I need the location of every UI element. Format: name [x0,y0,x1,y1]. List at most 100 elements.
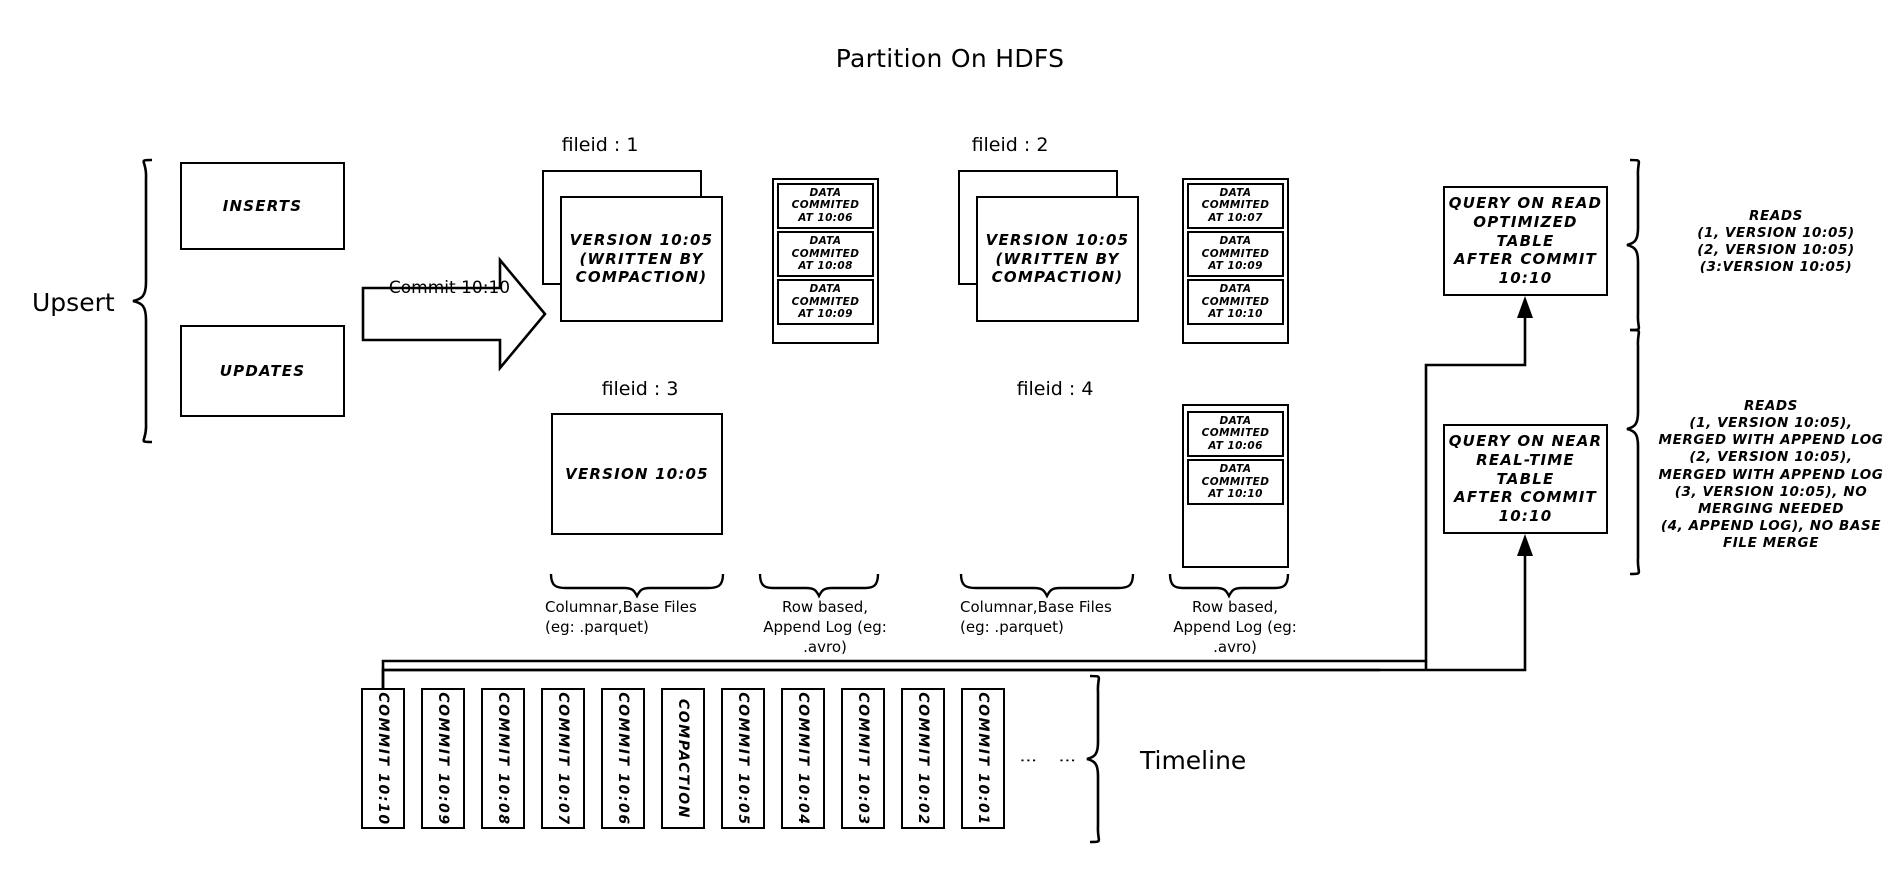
log-entry-line-2: AT 10:07 [1208,211,1263,224]
fileid-3-version-label: VERSION 10:05 [565,464,709,483]
base-files-brace-1-icon [549,573,725,599]
query-near-real-time-box: QUERY ON NEAR REAL-TIME TABLE AFTER COMM… [1443,424,1608,534]
fileid-1-append-log-stack: DATA COMMITED AT 10:06 DATA COMMITED AT … [772,178,879,344]
connector-near-real-time [381,668,1380,688]
caption-line-1: Row based, [1191,598,1278,616]
log-entry-line-1: DATA COMMITED [1201,463,1270,488]
fileid-3-base-file: VERSION 10:05 [551,413,723,535]
commit-arrow-label: Commit 10:10 [388,278,511,298]
reads-line: MERGED WITH APPEND LOG [1658,466,1884,483]
caption-line-1: Columnar,Base Files [960,598,1112,616]
caption-line-2: Append Log (eg: [763,617,887,636]
fileid-2-base-file-front: VERSION 10:05 (WRITTEN BY COMPACTION) [976,196,1139,322]
reads-line: MERGED WITH APPEND LOG [1658,432,1884,449]
timeline-cell[interactable]: COMMIT 10:08 [481,688,525,829]
query-near-real-time-line-3: AFTER COMMIT [1454,488,1597,507]
log-entry: DATA COMMITED AT 10:06 [1187,411,1284,458]
log-entry: DATA COMMITED AT 10:10 [1187,279,1284,326]
timeline-cell[interactable]: COMMIT 10:09 [421,688,465,829]
log-entry-line-1: DATA COMMITED [791,283,860,308]
timeline-cell-label: COMMIT 10:10 [375,691,391,826]
reads-line: FILE MERGE [1722,535,1820,552]
timeline-cell-label: COMMIT 10:04 [795,691,811,826]
caption-line-1: Columnar,Base Files [545,598,697,616]
fileid-2-version-line-1: VERSION 10:05 [985,230,1130,249]
timeline-cell[interactable]: COMMIT 10:01 [961,688,1005,829]
reads-line: READS [1749,208,1803,224]
reads-near-real-time-text: READS (1, VERSION 10:05), MERGED WITH AP… [1640,398,1900,552]
log-entry-line-1: DATA COMMITED [1201,283,1270,308]
timeline-cell-label: COMMIT 10:06 [615,691,631,826]
page-title: Partition On HDFS [835,44,1065,73]
updates-box: UPDATES [180,325,345,417]
reads-line: (2, VERSION 10:05) [1697,242,1855,259]
reads-brace-read-optimized-icon [1626,158,1641,332]
log-entry-line-1: DATA COMMITED [1201,187,1270,212]
upsert-label: Upsert [32,288,115,317]
log-entry-line-2: AT 10:10 [1208,308,1263,320]
fileid-1-version-line-1: VERSION 10:05 [569,230,714,249]
arrow-head-near-real-time [1517,534,1533,556]
log-entry-line-1: DATA COMMITED [1201,235,1270,260]
columnar-base-files-caption-2: Columnar,Base Files (eg: .parquet) [960,598,1170,638]
log-entry: DATA COMMITED AT 10:07 [1187,183,1284,230]
row-based-append-log-caption-1: Row based, Append Log (eg: .avro) [760,598,890,657]
caption-line-3: .avro) [1213,637,1257,656]
fileid-2-append-log-stack: DATA COMMITED AT 10:07 DATA COMMITED AT … [1182,178,1289,344]
log-entry-line-1: DATA COMMITED [791,235,860,260]
timeline-cell[interactable]: COMMIT 10:02 [901,688,945,829]
timeline-cell[interactable]: COMMIT 10:05 [721,688,765,829]
timeline-cell[interactable]: COMMIT 10:07 [541,688,585,829]
caption-line-2: (eg: .parquet) [960,617,1064,636]
inserts-label: INSERTS [222,196,303,215]
timeline-cell[interactable]: COMMIT 10:04 [781,688,825,829]
log-entry-line-2: AT 10:09 [798,308,853,320]
fileid-1-version-line-3: COMPACTION) [575,268,708,287]
ellipsis-glyph: ⋮ [1018,752,1038,770]
query-near-real-time-line-1: QUERY ON NEAR [1448,432,1603,451]
row-based-append-log-caption-2: Row based, Append Log (eg: .avro) [1170,598,1300,657]
inserts-box: INSERTS [180,162,345,250]
fileid-4-caption: fileid : 4 [1016,378,1094,400]
fileid-3-caption: fileid : 3 [601,378,679,400]
timeline-cell-label: COMMIT 10:09 [435,691,451,826]
reads-line: (1, VERSION 10:05) [1697,225,1855,242]
timeline-ellipsis-2: ⋮ [1057,752,1077,774]
query-near-real-time-line-2: REAL-TIME TABLE [1476,450,1575,488]
timeline-cell-label: COMMIT 10:03 [855,691,871,826]
timeline-cell[interactable]: COMMIT 10:10 [361,688,405,829]
caption-line-2: Append Log (eg: [1173,617,1297,636]
fileid-1-version-line-2: (WRITTEN BY [579,249,704,268]
append-log-brace-1-icon [758,573,880,599]
timeline-cell-label: COMPACTION [675,698,691,819]
reads-line: (2, VERSION 10:05), [1689,449,1853,466]
timeline-cell-label: COMMIT 10:08 [495,691,511,826]
ellipsis-glyph: ⋮ [1057,752,1077,770]
reads-read-optimized-text: READS (1, VERSION 10:05) (2, VERSION 10:… [1652,208,1900,277]
query-read-optimized-box: QUERY ON READ OPTIMIZED TABLE AFTER COMM… [1443,186,1608,296]
timeline-cell-compaction[interactable]: COMPACTION [661,688,705,829]
caption-line-3: .avro) [803,637,847,656]
reads-brace-near-real-time-icon [1626,328,1641,576]
log-entry-line-2: AT 10:09 [1208,259,1263,272]
timeline-label: Timeline [1140,746,1247,775]
fileid-2-version-line-3: COMPACTION) [991,268,1124,287]
fileid-1-caption: fileid : 1 [561,134,639,156]
timeline-cell-label: COMMIT 10:02 [915,691,931,826]
timeline-cell[interactable]: COMMIT 10:06 [601,688,645,829]
fileid-2-version-line-2: (WRITTEN BY [995,249,1120,268]
log-entry-line-1: DATA COMMITED [791,187,860,212]
timeline-ellipsis-1: ⋮ [1018,752,1038,774]
arrow-head-read-optimized [1517,296,1533,318]
timeline-cell[interactable]: COMMIT 10:03 [841,688,885,829]
caption-line-1: Row based, [781,598,868,616]
upsert-brace-icon [132,158,153,444]
query-read-optimized-line-4: 10:10 [1498,269,1553,288]
query-read-optimized-line-3: AFTER COMMIT [1454,250,1597,269]
log-entry: DATA COMMITED AT 10:06 [777,183,874,230]
log-entry-line-1: DATA COMMITED [1201,415,1270,440]
log-entry-line-2: AT 10:06 [798,211,853,224]
timeline-cell-label: COMMIT 10:07 [555,691,571,826]
